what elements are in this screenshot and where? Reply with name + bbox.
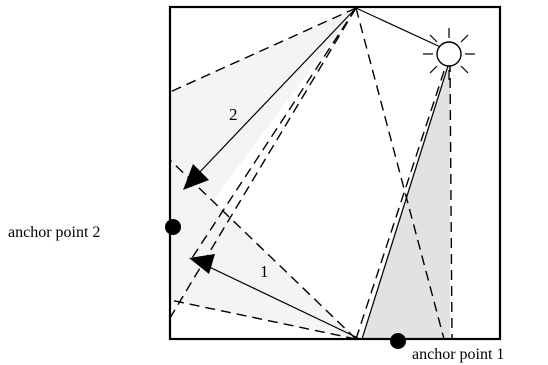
line-sun-to-anchor1 bbox=[361, 65, 449, 340]
anchor-point-2-label: anchor point 2 bbox=[8, 224, 100, 241]
dashed-line-anchor1-to-sun bbox=[355, 61, 448, 339]
shaded-regions bbox=[170, 7, 453, 339]
arrow-2-head bbox=[183, 164, 209, 190]
room-boundary bbox=[168, 5, 502, 341]
arrow-2-shaft bbox=[195, 7, 357, 177]
anchor-point-1-marker bbox=[390, 333, 406, 349]
dashed-line-sun-to-bottom bbox=[449, 61, 453, 339]
left-upper-light-region bbox=[170, 8, 356, 258]
dashed-line-top-to-left-wall bbox=[191, 7, 357, 259]
dashed-line-top-to-bottom-right bbox=[355, 7, 445, 339]
dashed-line-top-to-upper-left bbox=[170, 7, 357, 93]
anchor-point-2-marker bbox=[165, 219, 181, 235]
arrow-2-label: 2 bbox=[229, 105, 238, 124]
line-top-to-sun bbox=[355, 7, 448, 51]
sun-icon bbox=[423, 28, 475, 80]
dashed-line-anchor1-to-left-wall bbox=[170, 159, 357, 339]
dashed-line-top-to-lower-left bbox=[170, 7, 357, 319]
arrow-1-head bbox=[189, 254, 215, 274]
shadow-cone-region bbox=[361, 55, 450, 339]
arrow-1-label: 1 bbox=[260, 262, 269, 281]
arrow-1-shaft bbox=[202, 263, 359, 339]
anchor-point-1-label: anchor point 1 bbox=[412, 346, 504, 363]
